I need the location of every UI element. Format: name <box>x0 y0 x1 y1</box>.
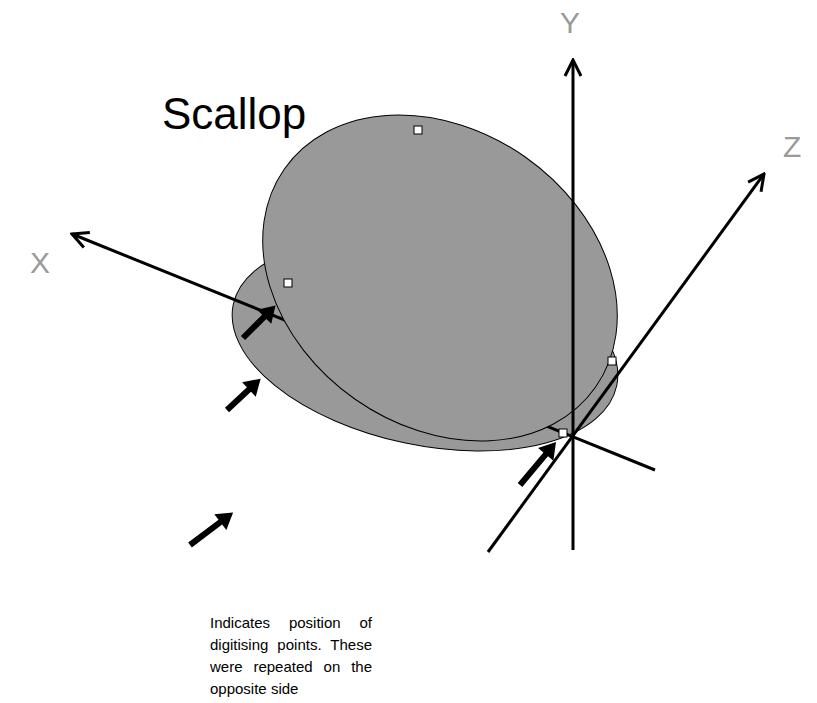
axis-label: Y <box>560 8 580 38</box>
title: Scallop <box>162 92 306 136</box>
y-axis <box>572 60 575 550</box>
pointer-arrows <box>184 298 564 553</box>
digitising-points <box>284 126 616 437</box>
z-axis <box>488 174 764 552</box>
axis-label: X <box>30 248 50 278</box>
axis-label: Z <box>783 132 801 162</box>
note: Indicates position of digitising points.… <box>210 612 372 700</box>
